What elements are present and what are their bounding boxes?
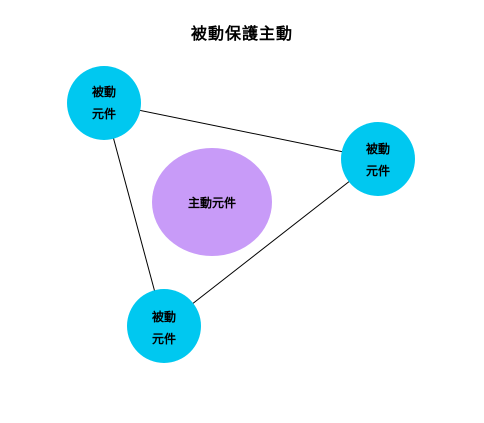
- edge-topleft-right: [103, 102, 379, 160]
- passive-node-top-left-line2: 元件: [91, 107, 116, 121]
- edge-bottom-topleft: [103, 102, 165, 327]
- passive-node-bottom: [127, 289, 201, 363]
- passive-node-bottom-line2: 元件: [151, 332, 176, 346]
- passive-node-top-left: [67, 66, 141, 140]
- diagram-title: 被動保護主動: [190, 24, 293, 43]
- active-node-center-text: 主動元件: [187, 196, 236, 210]
- passive-node-bottom-line1: 被動: [151, 310, 176, 324]
- passive-node-right: [341, 122, 415, 196]
- passive-node-top-left-label: 被動 元件: [74, 81, 134, 125]
- active-node-center-label: 主動元件: [162, 192, 262, 214]
- active-node-center: [152, 148, 272, 256]
- passive-node-right-line2: 元件: [365, 164, 390, 178]
- passive-node-top-left-line1: 被動: [91, 85, 116, 99]
- passive-node-bottom-label: 被動 元件: [134, 306, 194, 350]
- passive-node-right-line1: 被動: [365, 142, 390, 156]
- passive-node-right-label: 被動 元件: [348, 138, 408, 182]
- edge-right-bottom: [163, 158, 379, 327]
